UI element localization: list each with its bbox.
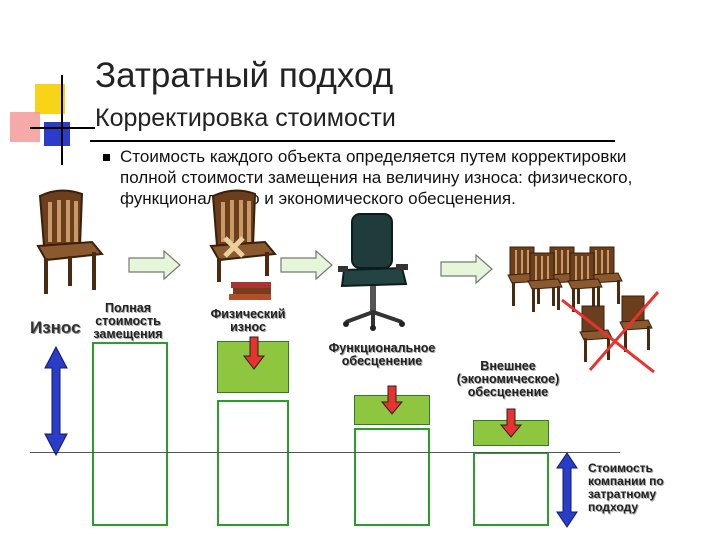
office-chair-icon bbox=[336, 212, 416, 332]
down-arrow-icon bbox=[243, 336, 265, 370]
title-divider bbox=[90, 140, 615, 142]
physical-wear-label: Физический износ bbox=[208, 308, 288, 334]
functional-remaining-bar bbox=[354, 428, 430, 526]
external-depreciation-label: Внешнее (экономическое) обесценение bbox=[448, 360, 568, 399]
right-arrow-icon bbox=[440, 254, 494, 284]
slide-subtitle: Корректировка стоимости bbox=[95, 104, 396, 133]
bullet-text: Стоимость каждого объекта определяется п… bbox=[120, 146, 680, 209]
company-cost-label: Стоимость компании по затратному подходу bbox=[588, 462, 698, 514]
reference-line bbox=[30, 452, 620, 453]
full-cost-label: Полная стоимость замещения bbox=[88, 302, 168, 341]
broken-chair-icon bbox=[205, 188, 285, 303]
right-arrow-icon bbox=[128, 250, 182, 280]
logo-squares bbox=[0, 0, 100, 170]
bullet-icon bbox=[103, 154, 110, 161]
full-cost-bar bbox=[92, 342, 168, 526]
physical-remaining-bar bbox=[217, 400, 289, 526]
down-arrow-icon bbox=[381, 385, 403, 415]
crossed-chairs-icon bbox=[560, 290, 660, 380]
down-arrow-icon bbox=[500, 408, 522, 438]
slide-title: Затратный подход bbox=[95, 56, 393, 96]
double-arrow-icon bbox=[556, 452, 578, 528]
chair-icon bbox=[30, 188, 110, 298]
company-cost-bar bbox=[473, 452, 549, 526]
iznos-label: Износ bbox=[30, 318, 81, 338]
right-arrow-icon bbox=[280, 250, 334, 280]
functional-depreciation-label: Функциональное обесценение bbox=[320, 342, 444, 368]
double-arrow-icon bbox=[44, 346, 68, 456]
